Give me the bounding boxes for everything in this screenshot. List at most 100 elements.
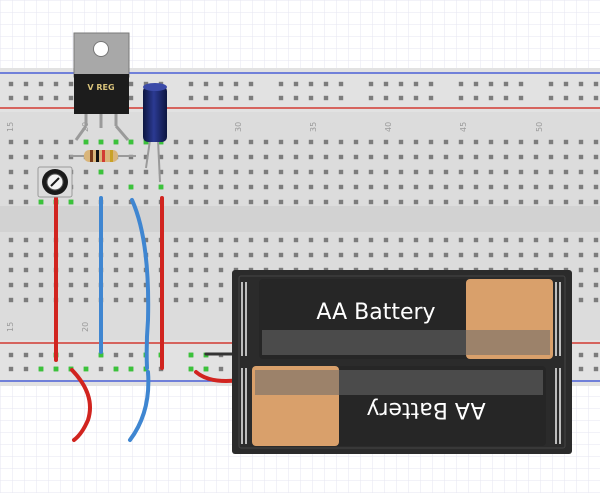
breadboard-hole (98, 184, 104, 190)
potentiometer[interactable] (37, 166, 73, 198)
breadboard-hole (473, 199, 479, 205)
breadboard-hole (548, 252, 554, 258)
regulator-label: V REG (87, 83, 114, 92)
breadboard-hole (218, 282, 224, 288)
breadboard-hole (113, 297, 119, 303)
breadboard-hole (23, 199, 29, 205)
breadboard-hole (503, 81, 509, 87)
blue-wire-curved[interactable] (130, 198, 151, 370)
breadboard-hole (368, 169, 374, 175)
breadboard-hole (83, 169, 89, 175)
breadboard-hole (578, 297, 584, 303)
breadboard-hole (188, 95, 194, 101)
breadboard-hole (323, 154, 329, 160)
blue-wire-loose[interactable] (128, 370, 151, 442)
breadboard-hole (458, 81, 464, 87)
connected-hole (38, 366, 44, 372)
battery-spring-contact (241, 282, 247, 356)
breadboard-hole (578, 81, 584, 87)
breadboard-hole (158, 169, 164, 175)
breadboard-hole (248, 81, 254, 87)
breadboard-hole (203, 139, 209, 145)
breadboard-hole (23, 237, 29, 243)
potentiometer-indicator (50, 177, 60, 187)
breadboard-hole (458, 237, 464, 243)
breadboard-hole (518, 199, 524, 205)
breadboard-hole (293, 237, 299, 243)
breadboard-hole (473, 95, 479, 101)
breadboard-hole (308, 154, 314, 160)
voltage-regulator[interactable]: V REG (73, 32, 130, 141)
breadboard-hole (368, 139, 374, 145)
connected-hole (83, 366, 89, 372)
breadboard-hole (488, 169, 494, 175)
breadboard-hole (323, 139, 329, 145)
breadboard-hole (548, 199, 554, 205)
breadboard-hole (188, 184, 194, 190)
breadboard-hole (23, 139, 29, 145)
breadboard-hole (23, 366, 29, 372)
breadboard-hole (173, 282, 179, 288)
breadboard-hole (458, 184, 464, 190)
breadboard-hole (428, 199, 434, 205)
breadboard-hole (143, 199, 149, 205)
breadboard-hole (413, 199, 419, 205)
breadboard-hole (83, 297, 89, 303)
breadboard-hole (518, 154, 524, 160)
breadboard-hole (398, 154, 404, 160)
breadboard-hole (203, 184, 209, 190)
breadboard-hole (68, 297, 74, 303)
breadboard-hole (308, 184, 314, 190)
breadboard-hole (293, 252, 299, 258)
breadboard-hole (38, 95, 44, 101)
breadboard-hole (338, 199, 344, 205)
breadboard-hole (233, 184, 239, 190)
breadboard-hole (98, 366, 104, 372)
breadboard-hole (278, 154, 284, 160)
breadboard-hole (248, 237, 254, 243)
breadboard-hole (203, 267, 209, 273)
capacitor[interactable] (143, 83, 167, 183)
breadboard-hole (338, 184, 344, 190)
breadboard-hole (503, 95, 509, 101)
breadboard-hole (353, 184, 359, 190)
breadboard-hole (518, 169, 524, 175)
connected-hole (158, 184, 164, 190)
capacitor-lead (157, 139, 161, 183)
breadboard-hole (53, 154, 59, 160)
breadboard-hole (383, 81, 389, 87)
breadboard-hole (128, 282, 134, 288)
battery-pack[interactable]: AA Battery AA Battery (232, 270, 572, 454)
resistor[interactable] (70, 150, 136, 162)
breadboard-hole (293, 154, 299, 160)
breadboard-hole (548, 95, 554, 101)
breadboard-hole (338, 81, 344, 87)
breadboard-hole (323, 169, 329, 175)
breadboard-hole (113, 352, 119, 358)
breadboard-hole (113, 267, 119, 273)
breadboard-hole (398, 95, 404, 101)
breadboard-hole (548, 169, 554, 175)
breadboard-hole (38, 154, 44, 160)
breadboard-hole (473, 184, 479, 190)
breadboard-hole (8, 81, 14, 87)
capacitor-body (143, 86, 167, 142)
breadboard-hole (248, 252, 254, 258)
breadboard-hole (308, 237, 314, 243)
breadboard-hole (218, 184, 224, 190)
breadboard-hole (353, 154, 359, 160)
breadboard-hole (68, 95, 74, 101)
red-wire-loose[interactable] (70, 368, 92, 442)
breadboard-hole (578, 154, 584, 160)
breadboard-hole (593, 252, 599, 258)
breadboard-hole (218, 169, 224, 175)
breadboard-hole (383, 139, 389, 145)
breadboard-hole (548, 184, 554, 190)
breadboard-hole (38, 352, 44, 358)
breadboard-hole (578, 282, 584, 288)
breadboard-hole (488, 81, 494, 87)
breadboard-hole (428, 252, 434, 258)
breadboard-hole (563, 95, 569, 101)
breadboard-hole (338, 252, 344, 258)
resistor-band (110, 150, 113, 162)
